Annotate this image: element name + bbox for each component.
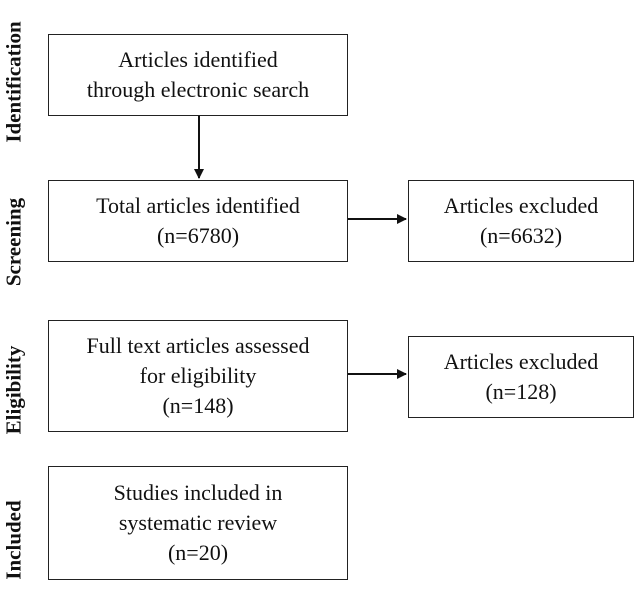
box-full-text-assessed: Full text articles assessed for eligibil… [48, 320, 348, 432]
box-articles-identified: Articles identified through electronic s… [48, 34, 348, 116]
box-articles-identified-line2: through electronic search [86, 77, 310, 102]
box-studies-included-line1: Studies included in [113, 480, 283, 505]
box-studies-included-count: (n=20) [167, 540, 229, 565]
box-full-text-line1: Full text articles assessed [86, 333, 310, 358]
box-studies-included-line2: systematic review [118, 510, 278, 535]
box-excluded-screening: Articles excluded (n=6632) [408, 180, 634, 262]
box-full-text-count: (n=148) [162, 393, 234, 418]
box-excluded-eligibility-count: (n=128) [485, 379, 557, 404]
box-articles-identified-line1: Articles identified [118, 47, 278, 72]
box-total-articles-count: (n=6780) [156, 223, 240, 248]
box-total-articles-line1: Total articles identified [96, 193, 300, 218]
box-excluded-eligibility-line1: Articles excluded [443, 349, 599, 374]
box-excluded-eligibility: Articles excluded (n=128) [408, 336, 634, 418]
box-excluded-screening-line1: Articles excluded [443, 193, 599, 218]
stage-label-eligibility: Eligibility [1, 345, 26, 435]
box-total-articles: Total articles identified (n=6780) [48, 180, 348, 262]
box-studies-included: Studies included in systematic review (n… [48, 466, 348, 580]
stage-label-included: Included [1, 500, 26, 580]
stage-label-identification: Identification [1, 21, 26, 143]
box-excluded-screening-count: (n=6632) [479, 223, 563, 248]
box-full-text-line2: for eligibility [139, 363, 257, 388]
stage-label-screening: Screening [1, 197, 26, 287]
